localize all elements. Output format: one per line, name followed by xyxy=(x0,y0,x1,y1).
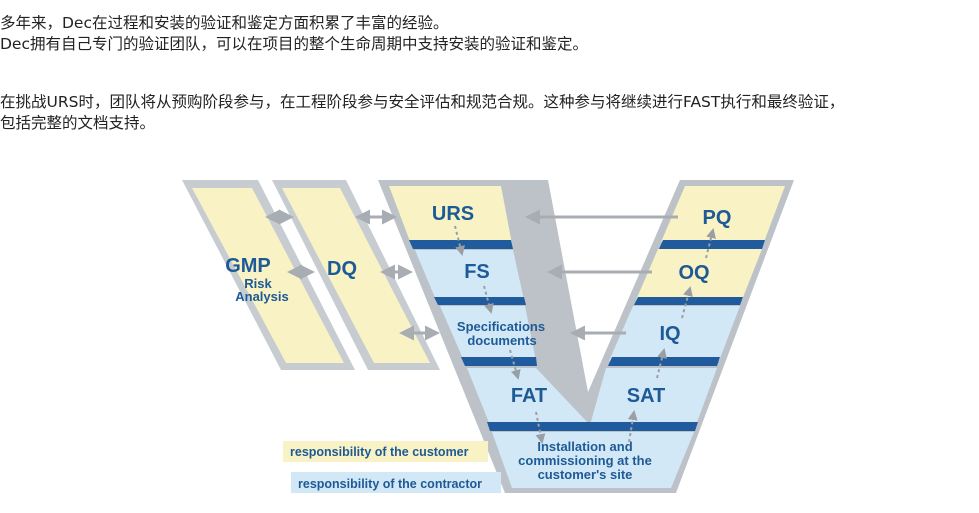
sat-label: SAT xyxy=(627,385,666,407)
oq-label: OQ xyxy=(678,262,709,284)
arrow-sat-iq xyxy=(656,348,667,379)
install-label-line1: Installation and xyxy=(537,439,632,454)
spec-label-line1: Specifications xyxy=(457,319,545,334)
pq-zone xyxy=(661,186,785,242)
arrow-iq-oq xyxy=(681,286,693,319)
gmp-risk-panel xyxy=(182,180,355,370)
urs-label: URS xyxy=(432,203,474,225)
installation-zone xyxy=(492,432,694,488)
right-connector-arrows xyxy=(525,209,678,341)
arrow-spec-fat xyxy=(509,349,521,380)
spec-label-line2: documents xyxy=(467,333,536,348)
scope-line-2: 包括完整的文档支持。 xyxy=(0,114,156,132)
gmp-label: GMP xyxy=(225,255,271,277)
install-label-line2: commissioning at the xyxy=(518,453,652,468)
arrow-urs-fs xyxy=(454,225,465,256)
arrow-install-sat xyxy=(627,410,638,443)
fs-label: FS xyxy=(464,261,490,283)
iq-zone xyxy=(609,306,740,361)
arrow-oq-pq xyxy=(705,228,716,259)
left-connector-arrows xyxy=(265,209,440,341)
analysis-label: Analysis xyxy=(235,289,288,304)
legend-customer-label: responsibility of the customer xyxy=(290,445,469,459)
fat-zone xyxy=(467,368,590,425)
flow-arrows xyxy=(454,225,716,444)
risk-label: Risk xyxy=(244,276,272,291)
oq-zone xyxy=(636,249,762,300)
arrow-fat-install xyxy=(535,411,546,444)
legend-contractor-swatch xyxy=(291,472,501,493)
intro-line-1: 多年来，Dec在过程和安装的验证和鉴定方面积累了丰富的经验。 xyxy=(0,14,449,32)
legend: responsibility of the customer responsib… xyxy=(283,441,501,493)
scope-paragraph: 在挑战URS时，团队将从预购阶段参与，在工程阶段参与安全评估和规范合规。这种参与… xyxy=(0,92,844,134)
install-label-line3: customer's site xyxy=(538,467,633,482)
legend-customer-swatch xyxy=(283,441,488,462)
fs-zone xyxy=(415,250,524,300)
spec-zone xyxy=(440,306,536,361)
fat-label: FAT xyxy=(511,385,547,407)
pq-label: PQ xyxy=(703,207,732,229)
urs-zone xyxy=(389,186,512,244)
sat-zone xyxy=(590,368,717,425)
iq-label: IQ xyxy=(659,323,680,345)
intro-paragraph: 多年来，Dec在过程和安装的验证和鉴定方面积累了丰富的经验。 Dec拥有自己专门… xyxy=(0,13,588,55)
arrow-fs-spec xyxy=(483,285,494,314)
dq-panel xyxy=(272,180,440,370)
legend-contractor-label: responsibility of the contractor xyxy=(298,477,482,491)
scope-line-1: 在挑战URS时，团队将从预购阶段参与，在工程阶段参与安全评估和规范合规。这种参与… xyxy=(0,93,845,111)
intro-line-2: Dec拥有自己专门的验证团队，可以在项目的整个生命周期中支持安装的验证和鉴定。 xyxy=(0,35,588,53)
dq-label: DQ xyxy=(327,258,357,280)
separator-bands xyxy=(409,240,765,431)
